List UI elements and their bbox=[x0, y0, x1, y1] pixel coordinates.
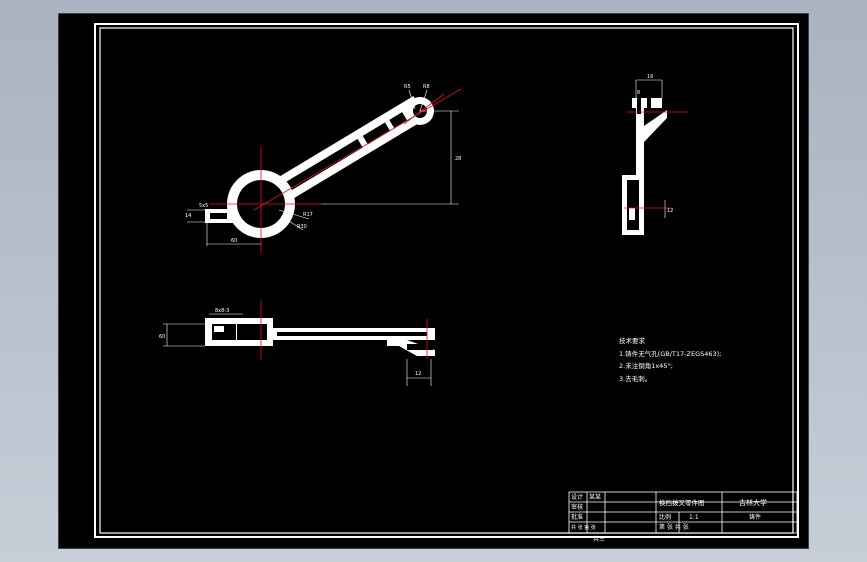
dim-28: 28 bbox=[455, 156, 461, 162]
dim-side-12: 12 bbox=[667, 208, 673, 214]
arm-slot bbox=[273, 112, 408, 198]
tb-material: 铸件 bbox=[749, 514, 762, 521]
dim-side-16: 16 bbox=[647, 74, 653, 80]
drawing-canvas[interactable]: R8 R5 R17 R30 28 60 14 5x5 1 bbox=[58, 13, 809, 549]
front-view bbox=[163, 300, 435, 386]
title-block bbox=[568, 491, 798, 534]
dim-front-8x8: 8x8-3 bbox=[215, 308, 229, 314]
dim-front-12: 12 bbox=[415, 371, 421, 377]
dim-side-8: 8 bbox=[637, 90, 640, 96]
dim-60: 60 bbox=[231, 238, 237, 244]
dim-r8: R8 bbox=[423, 84, 430, 90]
dim-14: 14 bbox=[185, 213, 191, 219]
side-view bbox=[622, 79, 689, 235]
notes-title: 技术要求 bbox=[619, 337, 645, 345]
arm-rib-2 bbox=[384, 119, 395, 132]
tb-scale: 1:1 bbox=[689, 514, 699, 521]
tb-part-name: 换挡拨叉零件图 bbox=[659, 499, 705, 507]
tb-school: 吉林大学 bbox=[739, 499, 767, 507]
tb-row-label-review: 审核 bbox=[571, 504, 584, 511]
note-item-1: 1.铸件无气孔(GB/T17-ZEGS463); bbox=[619, 349, 722, 358]
tb-extra: 共三 bbox=[593, 536, 606, 543]
dim-r30: R30 bbox=[297, 224, 307, 230]
dim-r5: R5 bbox=[404, 84, 411, 90]
outer-frame bbox=[94, 23, 799, 538]
dim-front-60: 60 bbox=[159, 334, 165, 340]
technical-notes: 技术要求 1.铸件无气孔(GB/T17-ZEGS463); 2.未注倒角1x45… bbox=[619, 335, 721, 385]
inner-frame bbox=[99, 27, 794, 534]
cad-drawing: R8 R5 R17 R30 28 60 14 5x5 1 bbox=[94, 23, 799, 538]
tb-row-label-sheets: 共 张 第 张 bbox=[571, 525, 596, 531]
dim-r17: R17 bbox=[303, 212, 313, 218]
fork-nub-slot bbox=[210, 213, 227, 219]
tb-designer: 某某 bbox=[589, 494, 602, 501]
note-item-3: 3.去毛刺。 bbox=[619, 374, 652, 383]
tb-row-label-design: 设计 bbox=[571, 494, 584, 501]
tb-sheet: 第 张 共 张 bbox=[659, 524, 689, 531]
note-item-2: 2.未注倒角1x45°; bbox=[619, 362, 673, 370]
top-view bbox=[187, 88, 462, 254]
dim-5x5: 5x5 bbox=[199, 203, 208, 209]
tb-scale-label: 比例 bbox=[659, 514, 672, 521]
tb-row-label-approve: 批准 bbox=[571, 514, 584, 521]
